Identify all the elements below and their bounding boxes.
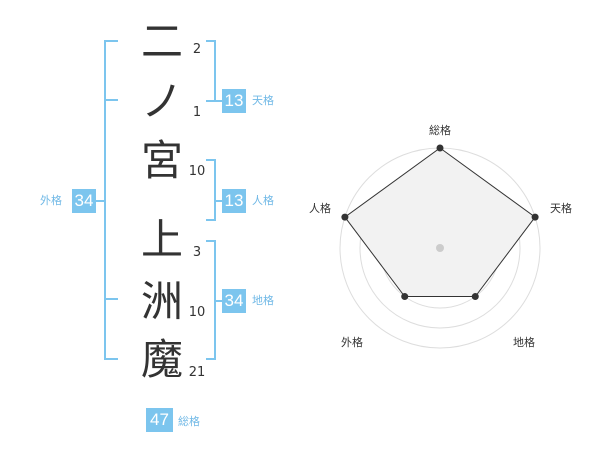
radar-point-1 bbox=[531, 213, 539, 221]
name-char-1: 二 bbox=[140, 17, 183, 66]
chikaku-bracket-top bbox=[206, 240, 216, 242]
jinkaku-value: 13 bbox=[222, 189, 246, 213]
jinkaku-bracket-line bbox=[214, 159, 216, 221]
name-char-3: 宮 bbox=[140, 136, 183, 185]
radar-point-0 bbox=[436, 144, 444, 152]
name-char-2: ノ bbox=[140, 77, 183, 126]
name-char-4: 上 bbox=[140, 215, 183, 264]
radar-point-3 bbox=[401, 293, 409, 301]
chikaku-connector bbox=[214, 300, 222, 302]
soukaku-value: 47 bbox=[146, 408, 173, 432]
gaikaku-bracket-tick bbox=[104, 99, 118, 101]
tenkaku-bracket-bottom bbox=[206, 100, 216, 102]
radar-axis-label-1: 天格 bbox=[550, 201, 572, 215]
radar-polygon bbox=[344, 147, 536, 297]
soukaku-label: 総格 bbox=[178, 415, 200, 428]
stroke-count-1: 2 bbox=[192, 42, 202, 57]
tenkaku-label: 天格 bbox=[252, 94, 274, 107]
jinkaku-bracket-bottom bbox=[206, 219, 216, 221]
chikaku-label: 地格 bbox=[252, 294, 274, 307]
stroke-count-6: 21 bbox=[188, 365, 206, 380]
stroke-count-5: 10 bbox=[188, 305, 206, 320]
chikaku-value: 34 bbox=[222, 289, 246, 313]
gaikaku-label: 外格 bbox=[40, 194, 62, 207]
name-char-6: 魔 bbox=[140, 335, 183, 384]
jinkaku-connector bbox=[214, 200, 222, 202]
radar-axis-label-3: 外格 bbox=[341, 335, 363, 349]
radar-axis-label-2: 地格 bbox=[513, 335, 535, 349]
tenkaku-bracket-line bbox=[214, 40, 216, 102]
stroke-count-3: 10 bbox=[188, 164, 206, 179]
radar-axis-label-4: 人格 bbox=[309, 201, 331, 215]
name-char-5: 洲 bbox=[140, 277, 183, 326]
stroke-count-4: 3 bbox=[192, 245, 202, 260]
gaikaku-value: 34 bbox=[72, 189, 96, 213]
radar-center-dot bbox=[436, 244, 444, 252]
jinkaku-bracket-top bbox=[206, 159, 216, 161]
tenkaku-connector bbox=[214, 100, 222, 102]
stroke-count-2: 1 bbox=[192, 105, 202, 120]
radar-axis-label-0: 総格 bbox=[429, 123, 451, 137]
radar-point-4 bbox=[341, 213, 349, 221]
tenkaku-bracket-top bbox=[206, 40, 216, 42]
gaikaku-bracket-bottom bbox=[104, 358, 118, 360]
gaikaku-bracket-top bbox=[104, 40, 118, 42]
gaikaku-bracket-tick bbox=[104, 298, 118, 300]
tenkaku-value: 13 bbox=[222, 89, 246, 113]
radar-point-2 bbox=[471, 293, 479, 301]
jinkaku-label: 人格 bbox=[252, 194, 274, 207]
chikaku-bracket-bottom bbox=[206, 358, 216, 360]
radar-points bbox=[341, 144, 539, 301]
gaikaku-connector bbox=[96, 200, 106, 202]
